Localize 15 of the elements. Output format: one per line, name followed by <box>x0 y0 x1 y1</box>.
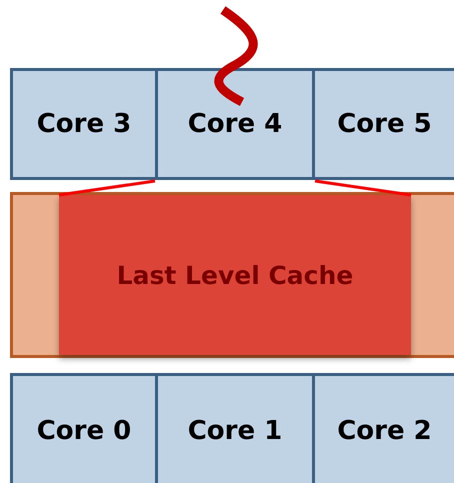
core-label: Core 5 <box>337 109 432 139</box>
core-box <box>312 373 454 483</box>
core-box <box>10 68 158 180</box>
core-label: Core 1 <box>188 416 282 446</box>
cache-band <box>10 192 454 358</box>
core-label: Core 3 <box>36 109 132 139</box>
core-box <box>155 373 315 483</box>
core-box <box>312 68 454 180</box>
highlighted-region <box>59 195 411 355</box>
core-label: Core 2 <box>337 416 432 446</box>
core-label: Core 4 <box>188 109 282 139</box>
cache-label: Last Level Cache <box>116 260 354 290</box>
core-box <box>10 373 158 483</box>
core-box <box>155 68 315 180</box>
core-label: Core 0 <box>36 416 132 446</box>
